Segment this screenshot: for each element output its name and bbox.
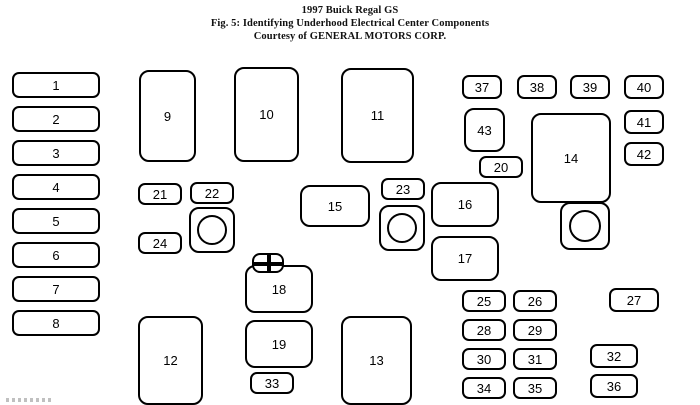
component-22: 22	[190, 182, 234, 204]
relay-circle-icon	[569, 210, 601, 242]
component-11: 11	[341, 68, 414, 163]
component-16: 16	[431, 182, 499, 227]
component-4: 4	[12, 174, 100, 200]
component-36: 36	[590, 374, 638, 398]
component-7: 7	[12, 276, 100, 302]
caption-courtesy: Courtesy of GENERAL MOTORS CORP.	[253, 31, 447, 42]
component-35: 35	[513, 377, 557, 399]
component-43: 43	[464, 108, 505, 152]
relay-left	[189, 207, 235, 253]
component-8: 8	[12, 310, 100, 336]
component-30: 30	[462, 348, 506, 370]
component-12: 12	[138, 316, 203, 405]
component-38: 38	[517, 75, 557, 99]
component-1: 1	[12, 72, 100, 98]
component-5: 5	[12, 208, 100, 234]
component-9: 9	[139, 70, 196, 162]
component-42: 42	[624, 142, 664, 166]
component-39: 39	[570, 75, 610, 99]
component-26: 26	[513, 290, 557, 312]
scan-artifact	[6, 398, 52, 402]
relay-right	[560, 202, 610, 250]
component-34: 34	[462, 377, 506, 399]
caption-vehicle: 1997 Buick Regal GS	[301, 5, 399, 16]
component-41: 41	[624, 110, 664, 134]
component-37: 37	[462, 75, 502, 99]
component-14: 14	[531, 113, 611, 203]
component-3: 3	[12, 140, 100, 166]
component-13: 13	[341, 316, 412, 405]
component-2: 2	[12, 106, 100, 132]
component-10: 10	[234, 67, 299, 162]
component-28: 28	[462, 319, 506, 341]
component-20: 20	[479, 156, 523, 178]
caption-figure-title: Fig. 5: Identifying Underhood Electrical…	[210, 18, 490, 29]
component-17: 17	[431, 236, 499, 281]
component-33: 33	[250, 372, 294, 394]
relay-circle-icon	[387, 213, 417, 243]
component-15: 15	[300, 185, 370, 227]
component-21: 21	[138, 183, 182, 205]
component-40: 40	[624, 75, 664, 99]
component-6: 6	[12, 242, 100, 268]
figure-caption: 1997 Buick Regal GS Fig. 5: Identifying …	[0, 0, 700, 43]
component-25: 25	[462, 290, 506, 312]
component-23: 23	[381, 178, 425, 200]
component-29: 29	[513, 319, 557, 341]
relay-mid	[379, 205, 425, 251]
component-27: 27	[609, 288, 659, 312]
component-32: 32	[590, 344, 638, 368]
component-19: 19	[245, 320, 313, 368]
relay-circle-icon	[197, 215, 227, 245]
component-24: 24	[138, 232, 182, 254]
component-31: 31	[513, 348, 557, 370]
h-connector-icon	[252, 253, 284, 273]
